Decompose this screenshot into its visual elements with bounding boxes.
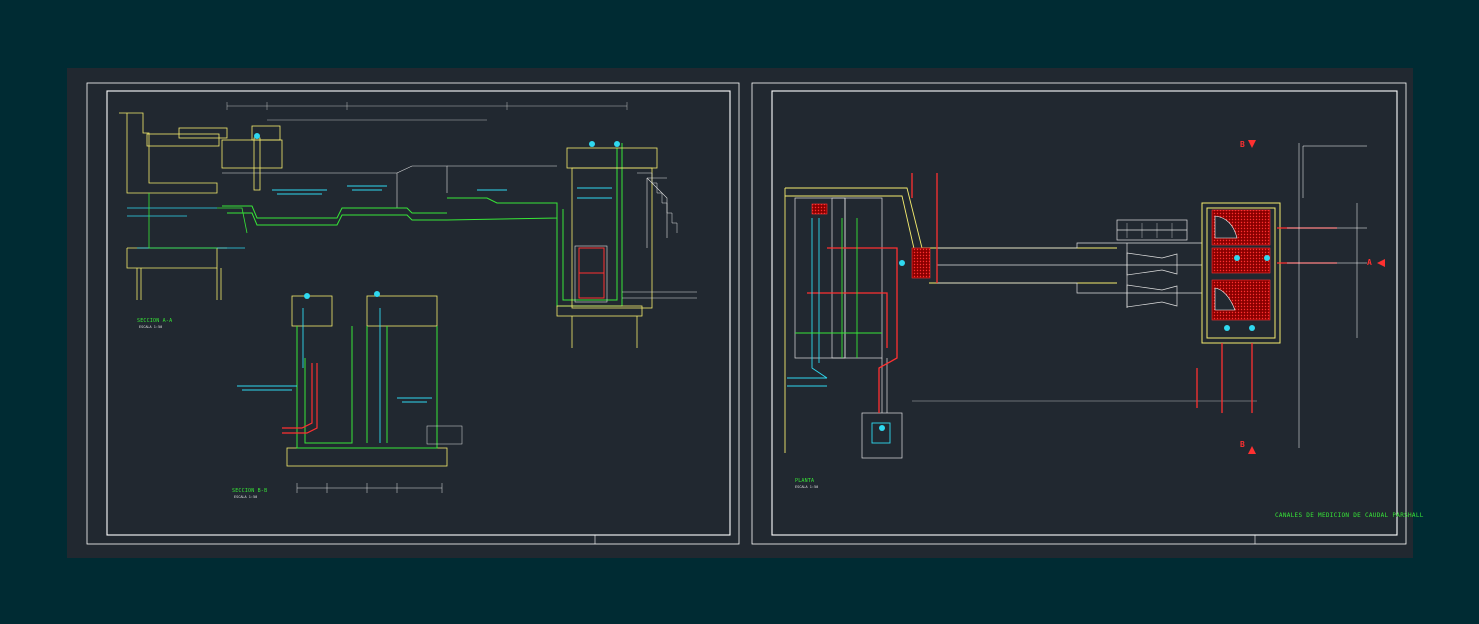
section-aa xyxy=(119,102,697,348)
section-aa-label: SECCION A-A xyxy=(137,318,173,324)
plan-scale: ESCALA 1:50 xyxy=(795,485,819,489)
plan-label: PLANTA xyxy=(795,478,815,484)
cad-drawing-canvas[interactable]: SECCION A-A ESCALA 1:50 SECCION B-B ESCA… xyxy=(67,68,1423,558)
sheet-frame-left xyxy=(86,82,740,545)
section-aa-scale: ESCALA 1:50 xyxy=(139,325,163,329)
cut-marker-b-bottom: B xyxy=(1240,440,1245,449)
plan-view xyxy=(784,140,1385,459)
sheet-title: CANALES DE MEDICION DE CAUDAL PARSHALL xyxy=(1275,512,1424,519)
section-bb-scale: ESCALA 1:50 xyxy=(234,495,258,499)
cad-drawing xyxy=(86,82,1407,545)
sheet-frame-right xyxy=(751,82,1407,545)
section-bb xyxy=(237,291,463,493)
section-bb-label: SECCION B-B xyxy=(232,488,268,494)
cut-marker-b-top: B xyxy=(1240,140,1245,149)
cut-marker-a: A xyxy=(1367,258,1372,267)
